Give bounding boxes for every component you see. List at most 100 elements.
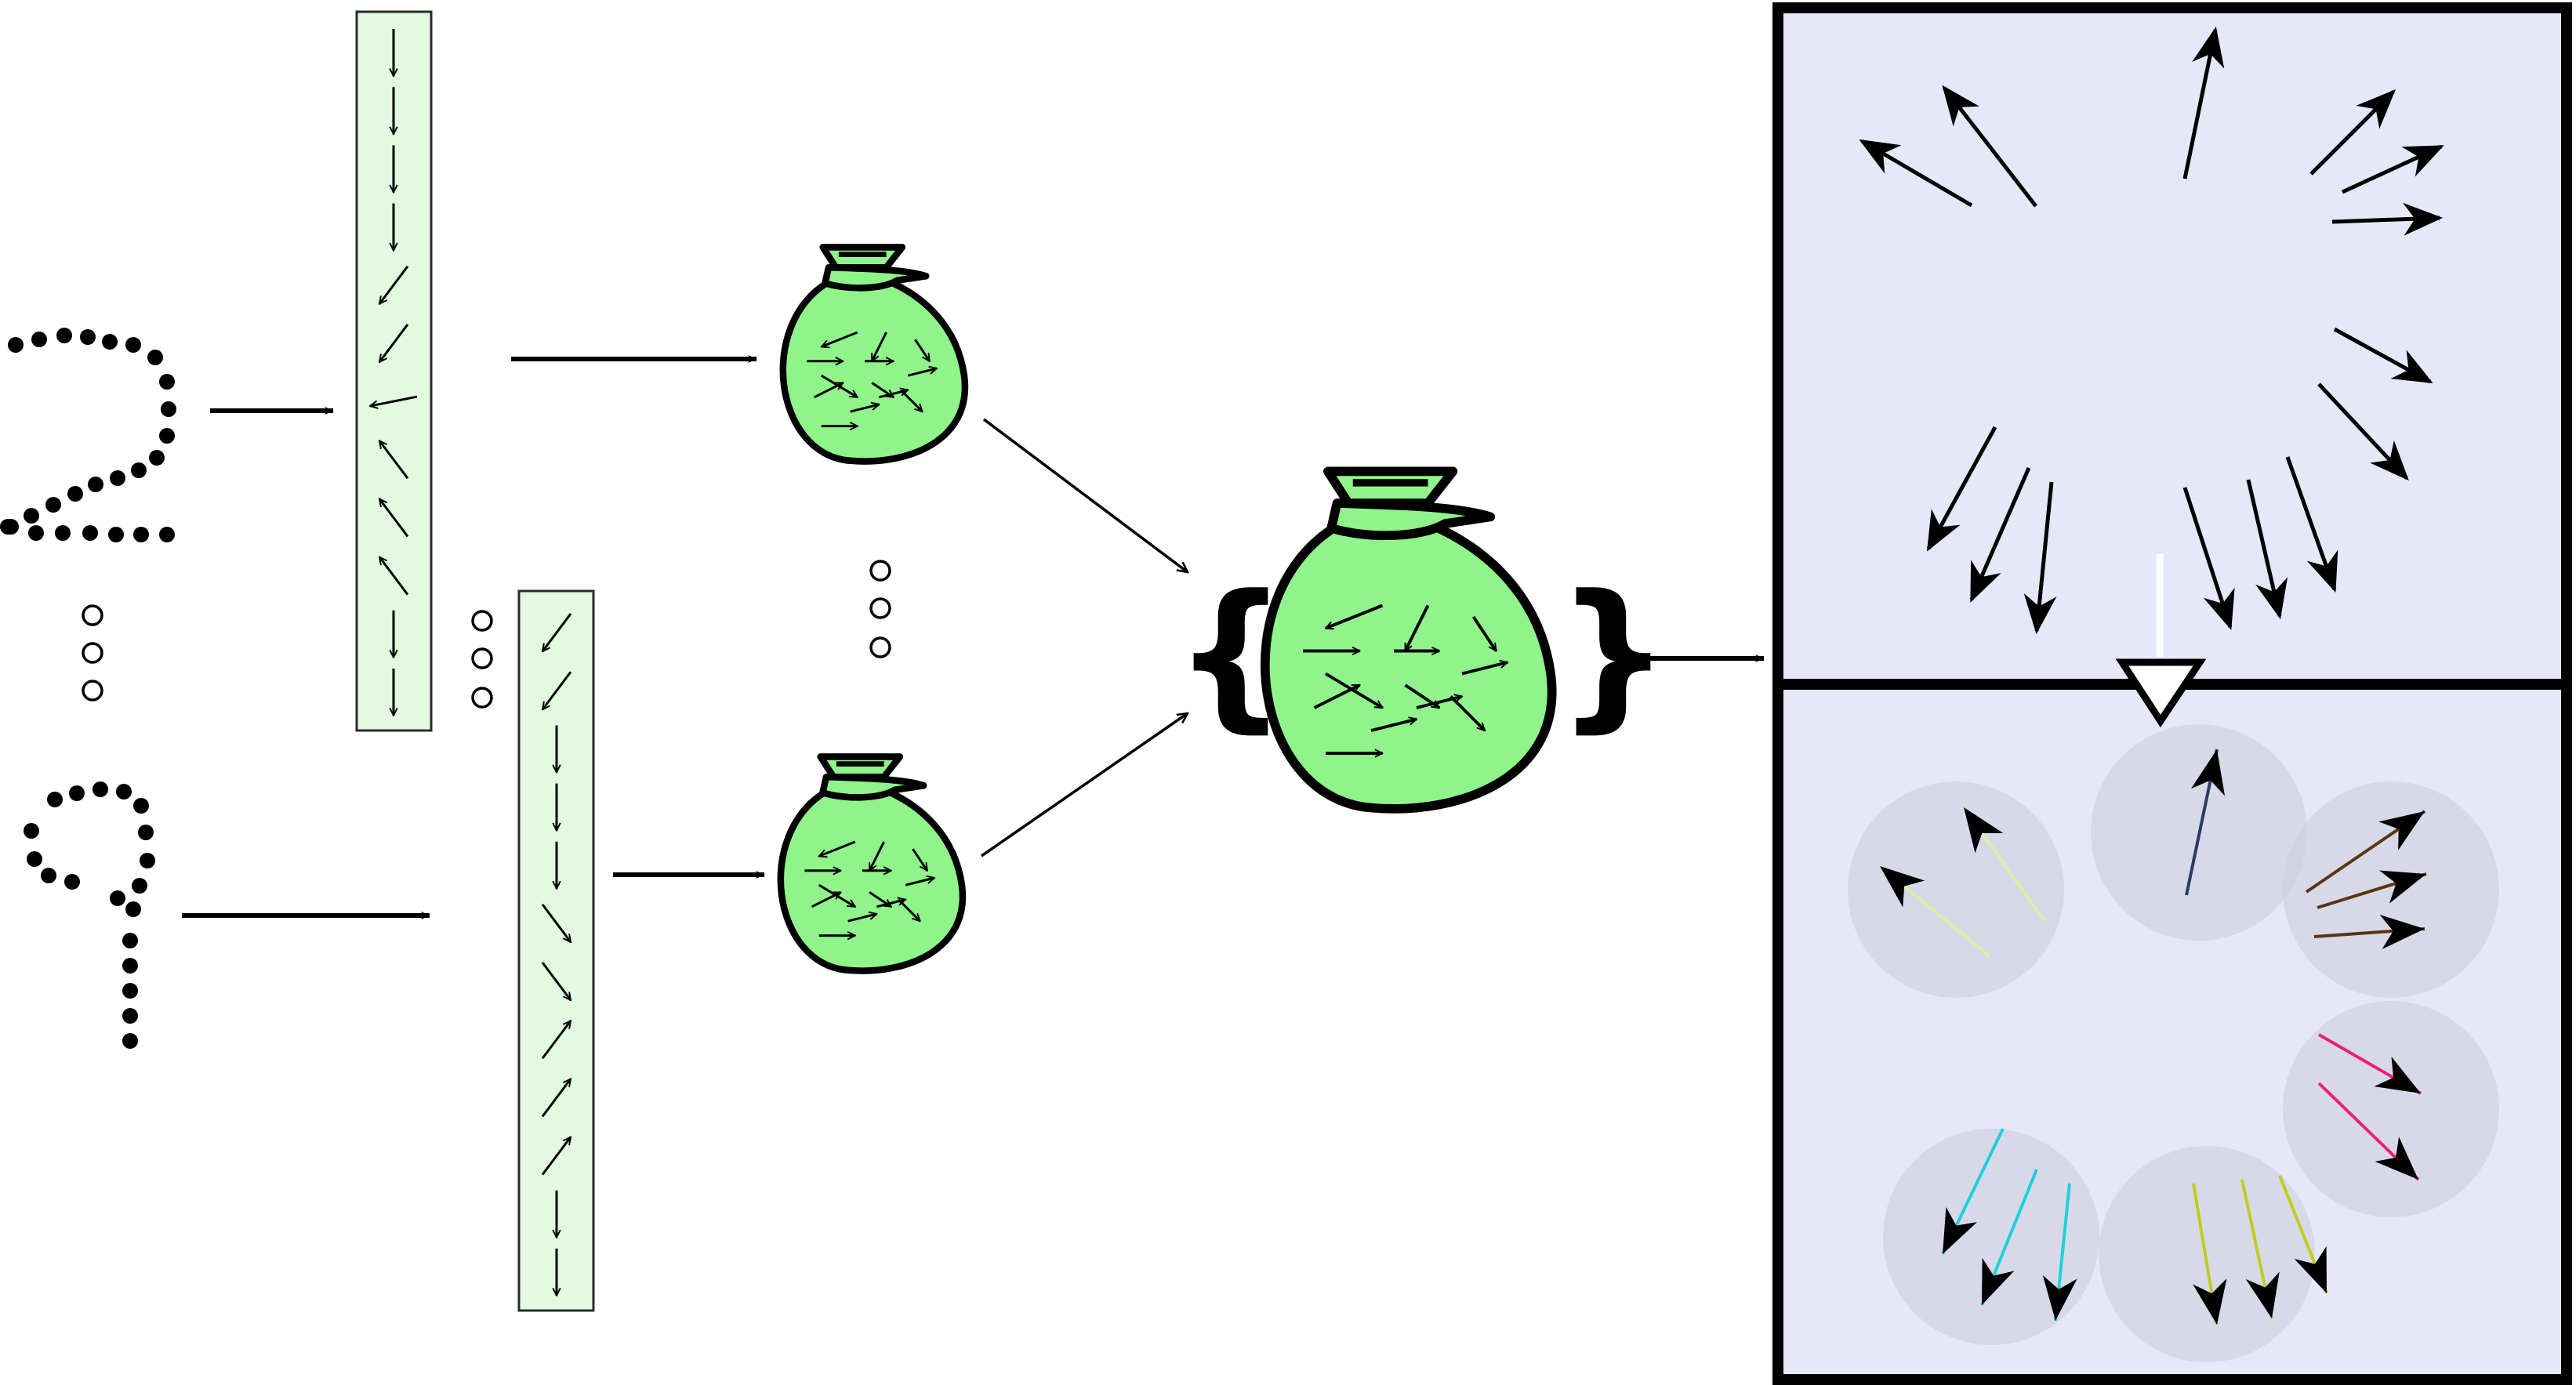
direction-arrow-icon (907, 368, 937, 377)
trajectory-dot (131, 462, 147, 478)
direction-arrow-icon (871, 382, 894, 399)
direction-arrow-icon (822, 331, 858, 346)
direction-arrow-icon (847, 914, 877, 923)
bag-1-icon (779, 244, 969, 465)
trajectory-dot (56, 328, 72, 343)
trajectory-dot (41, 868, 56, 883)
direction-arrow-icon (912, 848, 929, 871)
cluster-up-left (1848, 781, 2064, 998)
trajectory-dot (102, 334, 118, 350)
trajectory-dot (55, 525, 71, 541)
direction-arrow-icon (1471, 615, 1498, 651)
trajectory-dot (31, 332, 47, 347)
cluster-circle-icon (1883, 1129, 2099, 1345)
bag-body (779, 278, 969, 465)
trajectory-dot (159, 428, 175, 444)
direction-arrow-icon (870, 332, 887, 361)
direction-arrow-icon (379, 499, 409, 538)
trajectory-dot (28, 525, 44, 541)
arrowhead-icon (2245, 1271, 2280, 1318)
trajectory-dot (138, 825, 154, 840)
trajectory-dot (125, 901, 141, 917)
cluster-up (2091, 724, 2307, 941)
direction-arrow-icon (379, 557, 409, 596)
trajectory-dot (8, 337, 24, 353)
direction-arrow-icon (813, 382, 844, 399)
arrowhead-icon (2374, 1056, 2421, 1093)
cluster-down (2099, 1146, 2328, 1362)
direction-arrow-icon (2023, 481, 2057, 635)
arrowhead-icon (2375, 1137, 2418, 1180)
trajectory-dot (140, 853, 155, 868)
trajectory-1-dots (0, 328, 176, 542)
bag-body (777, 788, 967, 974)
arrowhead-icon (1982, 1257, 2015, 1305)
direction-arrow-icon (541, 1021, 571, 1060)
direction-arrow-icon (2333, 327, 2433, 384)
direction-arrow-icon (1403, 604, 1430, 651)
bag-tie (1326, 499, 1496, 540)
trajectory-dot (69, 785, 85, 801)
cluster-circle-icon (1848, 781, 2064, 998)
trajectory-dot (45, 497, 61, 513)
sequence-2-box (517, 589, 595, 1312)
trajectory-dot (122, 983, 138, 999)
direction-arrow-icon (1926, 426, 1997, 552)
trajectory-dot (67, 486, 83, 502)
arrowhead-icon (2378, 870, 2426, 904)
direction-arrow-icon (1942, 85, 2037, 208)
direction-arrow-icon (850, 404, 880, 413)
trajectory-dot (147, 350, 163, 365)
bag-knot (819, 244, 906, 271)
cluster-down-right (2283, 1001, 2499, 1217)
direction-arrow-icon (1461, 662, 1508, 676)
direction-arrow-icon (2341, 144, 2444, 194)
bag-2-icon (777, 753, 967, 974)
direction-arrow-icon (379, 441, 409, 480)
cluster-down-left (1883, 1128, 2099, 1345)
trajectory-dot (0, 519, 16, 535)
direction-arrow-icon (370, 395, 418, 406)
trajectory-ellipsis-icon (82, 604, 103, 702)
trajectory-2-dots (24, 781, 155, 1049)
direction-arrow-icon (811, 891, 841, 908)
bag-ellipsis-icon (869, 560, 891, 658)
direction-arrow-icon (2331, 202, 2444, 236)
arrowhead-icon (2379, 915, 2425, 949)
trajectory-dot (47, 792, 63, 807)
right-curly-brace-icon: } (1556, 561, 1671, 748)
trajectory-dot (122, 933, 138, 948)
trajectory-dot (149, 450, 165, 466)
trajectory-dot (80, 329, 96, 345)
direction-arrow-icon (869, 891, 891, 908)
direction-arrow-icon (541, 962, 571, 1000)
trajectory-dot (82, 525, 98, 541)
direction-arrow-icon (541, 904, 571, 942)
trajectory-dot (133, 527, 149, 542)
trajectory-dot (122, 1008, 138, 1024)
arrowhead-icon (2294, 1245, 2327, 1293)
trajectory-dot (159, 527, 175, 542)
direction-arrow-icon (542, 613, 572, 651)
trajectory-dot (110, 890, 125, 906)
direction-arrow-icon (2317, 383, 2409, 481)
flow-arrow-bag2-to-merged (981, 713, 1188, 857)
bag-body (1260, 521, 1557, 814)
bag-knot (817, 753, 904, 781)
cluster-up-right (2283, 781, 2499, 998)
arrowhead-icon (1880, 866, 1925, 908)
direction-arrow-icon (541, 1137, 571, 1176)
trajectory-dot (132, 878, 147, 894)
trajectory-dot (116, 784, 132, 799)
direction-arrow-icon (2182, 487, 2235, 630)
trajectory-dot (24, 823, 39, 839)
arrowhead-icon (1964, 807, 2004, 854)
trajectory-dot (27, 851, 42, 867)
direction-arrow-icon (914, 339, 931, 361)
bag-knot (1323, 466, 1458, 508)
flow-arrow-bag1-to-merged (982, 418, 1188, 572)
clustered-arrows-panel (1848, 724, 2499, 1362)
trajectory-dot (93, 781, 108, 797)
